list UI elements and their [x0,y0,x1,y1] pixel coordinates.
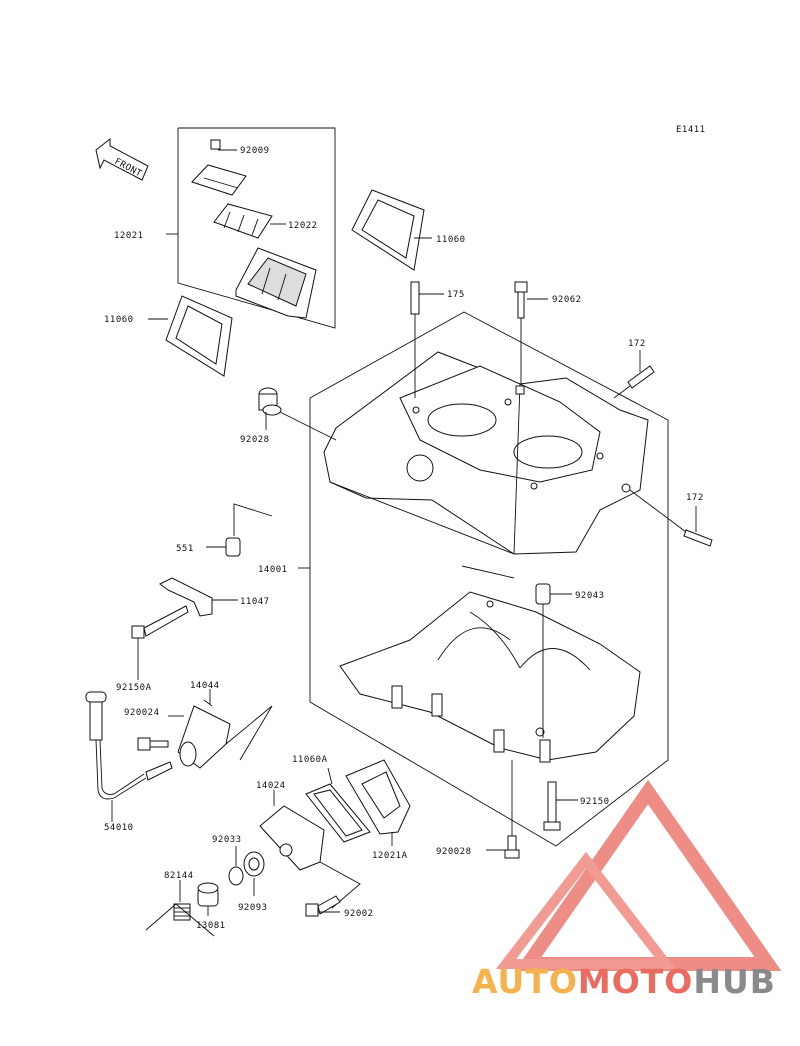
label-920024: 920024 [124,708,160,718]
plug-92028-icon [258,387,337,441]
seal-92033-icon [228,846,244,886]
watermark-part-auto: AUTO [472,962,578,1001]
gear-13081-icon [197,882,219,916]
label-551: 551 [176,544,194,554]
bracket-11047-icon [159,577,238,617]
label-11060-top: 11060 [436,235,466,245]
reed-stopper-icon [191,164,247,196]
label-92033: 92033 [212,835,242,845]
label-82144: 82144 [164,871,194,881]
label-11060-left: 11060 [104,315,134,325]
watermark-text: AUTOMOTOHUB [472,962,776,1001]
label-92062: 92062 [552,295,582,305]
label-14044: 14044 [190,681,220,691]
label-92043: 92043 [575,591,605,601]
label-92093: 92093 [238,903,268,913]
upper-crankcase-icon [323,351,649,555]
diagram-code: E1411 [676,125,706,135]
reed-12021A-icon [345,759,411,846]
label-92028: 92028 [240,435,270,445]
spring-82144-icon [145,880,215,937]
lower-crankcase-icon [339,565,641,763]
label-92002: 92002 [344,909,374,919]
reed-block-icon [235,247,317,319]
label-11047: 11047 [240,597,270,607]
bolt-92062-icon [514,281,548,384]
label-14024: 14024 [256,781,286,791]
pump-body-14024-icon [259,790,361,909]
label-92150A: 92150A [116,683,152,693]
dowel-92043-icon [535,583,572,738]
label-12021: 12021 [114,231,144,241]
gasket-11060A-icon [305,767,371,843]
stud-172-right-icon [621,483,713,547]
stud-172-top-icon [613,350,655,399]
label-172-top: 172 [628,339,646,349]
gasket-11060-left-icon [148,295,233,377]
label-172-right: 172 [686,493,704,503]
pump-cover-14044-icon [177,689,273,769]
label-920028: 920028 [436,847,472,857]
watermark-logo-icon [495,779,782,971]
bolt-92002-icon [305,895,341,917]
gasket-11060-top-icon [351,189,432,271]
label-54010: 54010 [104,823,134,833]
front-arrow-icon [95,137,149,181]
bolt-920028-icon [486,760,520,859]
bushing-92093-icon [243,851,265,896]
label-12022: 12022 [288,221,318,231]
bolt-92150-icon [543,781,578,831]
dowel-pin-551-icon [206,503,273,557]
watermark-part-hub: HUB [693,962,776,1001]
label-12021A: 12021A [372,851,408,861]
cable-54010-icon [85,691,173,822]
reed-valve-group-box [166,127,336,329]
bolt-920024-icon [137,715,184,751]
reed-petal-12022-icon [213,203,286,239]
label-92150: 92150 [580,797,610,807]
bolt-92150A-icon [131,605,189,680]
label-14001: 14001 [258,565,288,575]
screw-92009-icon [210,139,237,151]
label-175: 175 [447,290,465,300]
label-13081: 13081 [196,921,226,931]
crankcase-frame-lines [298,311,669,847]
watermark-part-moto: MOTO [577,962,694,1001]
label-92009: 92009 [240,146,270,156]
label-11060A: 11060A [292,755,328,765]
stud-175-icon [410,281,444,398]
